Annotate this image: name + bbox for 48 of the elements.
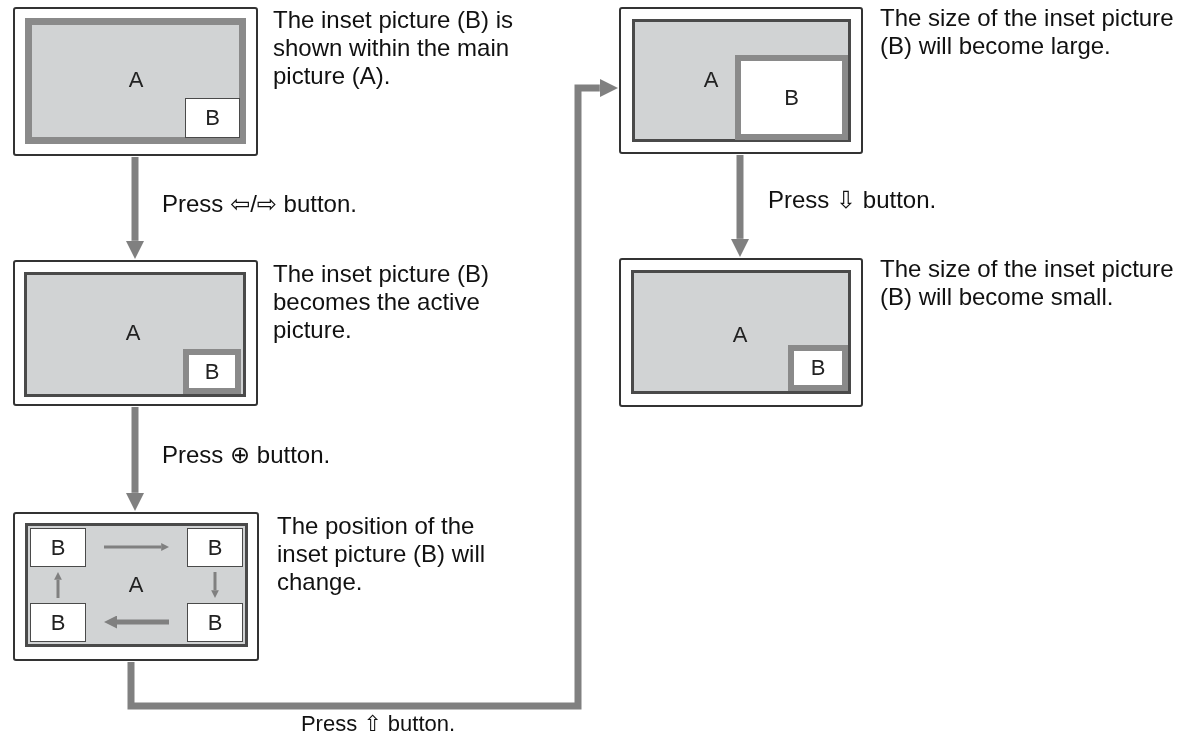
picture <box>25 523 248 647</box>
description-text: The size of the inset picture (B) will become large. <box>880 4 1175 60</box>
picture <box>183 349 241 394</box>
picture-letter: B <box>50 611 66 634</box>
picture <box>631 270 851 394</box>
picture <box>735 55 848 140</box>
monitor-frame <box>13 512 259 661</box>
description-text: The inset picture (B) is shown within the main picture (A). <box>273 6 515 90</box>
picture-letter: B <box>207 611 223 634</box>
picture-letter: A <box>128 574 144 596</box>
picture-letter: A <box>125 322 141 344</box>
picture <box>187 603 243 642</box>
picture-letter: B <box>810 357 826 379</box>
arrow <box>125 407 145 511</box>
arrow <box>211 572 219 598</box>
picture <box>788 345 848 391</box>
picture <box>25 18 246 144</box>
picture <box>185 98 240 138</box>
picture <box>30 528 86 567</box>
edge-label: Press ⇩ button. <box>768 188 937 212</box>
picture-letter: B <box>784 86 799 109</box>
picture <box>30 603 86 642</box>
picture <box>24 272 246 397</box>
arrow <box>104 543 169 551</box>
edge-label: Press ⇦/⇨ button. <box>162 192 357 216</box>
picture-letter: A <box>703 69 719 91</box>
arrow <box>730 155 750 257</box>
description-text: The inset picture (B) becomes the active picture. <box>273 260 491 344</box>
picture-letter: B <box>204 360 220 383</box>
monitor-frame <box>13 7 258 156</box>
arrow <box>104 615 169 629</box>
edge-label: Press ⊕ button. <box>162 443 331 467</box>
arrow <box>125 157 145 259</box>
arrow <box>127 78 618 710</box>
monitor-frame <box>619 258 863 407</box>
picture <box>187 528 243 567</box>
description-text: The size of the inset picture (B) will become small. <box>880 255 1175 311</box>
picture-letter: A <box>732 324 748 346</box>
picture <box>632 19 851 142</box>
picture-letter: A <box>128 69 144 91</box>
description-text: The position of the inset picture (B) will change. <box>277 512 487 596</box>
arrow <box>54 572 62 598</box>
edge-label: Press ⇧ button. <box>300 714 456 734</box>
picture-letter: B <box>50 536 66 559</box>
monitor-frame <box>13 260 258 406</box>
picture-letter: B <box>205 107 220 129</box>
picture-letter: B <box>207 536 223 559</box>
monitor-frame <box>619 7 863 154</box>
